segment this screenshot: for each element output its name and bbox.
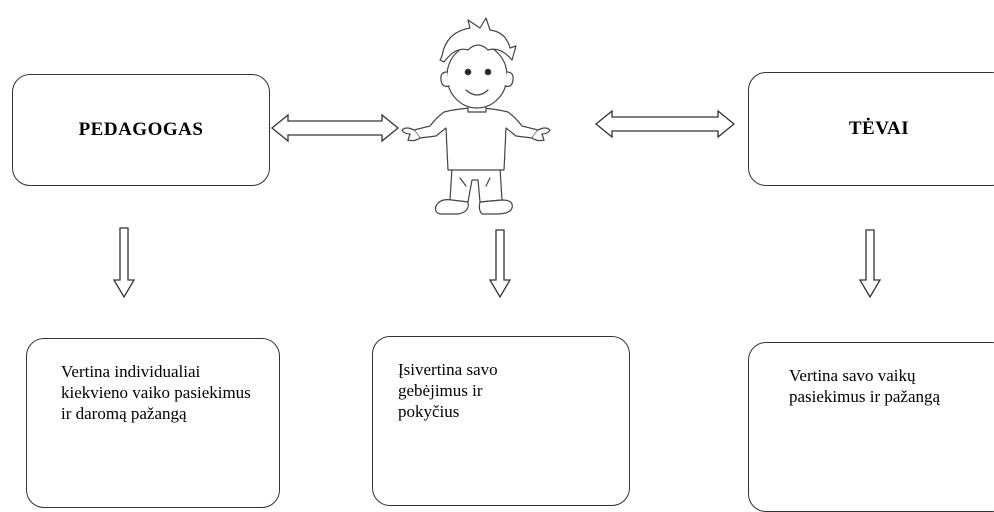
pedagogas-label: PEDAGOGAS (78, 119, 204, 140)
down-arrow-middle (488, 229, 512, 299)
down-arrow-right (858, 229, 882, 299)
pedagogas-description-box: Vertina individualiai kiekvieno vaiko pa… (26, 338, 280, 508)
double-arrow-left (270, 113, 400, 143)
tevai-description: Vertina savo vaikų pasiekimus ir pažangą (789, 366, 941, 406)
diagram-graphics (112, 17, 882, 299)
double-arrow-right (594, 109, 736, 139)
child-description: Įsivertina savo gebėjimus ir pokyčius (398, 360, 498, 421)
down-arrow-left (112, 227, 136, 299)
tevai-label: TĖVAI (848, 118, 910, 139)
pedagogas-description: Vertina individualiai kiekvieno vaiko pa… (61, 362, 251, 423)
tevai-description-box: Vertina savo vaikų pasiekimus ir pažangą (748, 342, 994, 512)
child-description-box: Įsivertina savo gebėjimus ir pokyčius (372, 336, 630, 506)
tevai-box: TĖVAI (748, 72, 994, 186)
child-figure-icon (401, 17, 551, 215)
pedagogas-box: PEDAGOGAS (12, 74, 270, 186)
